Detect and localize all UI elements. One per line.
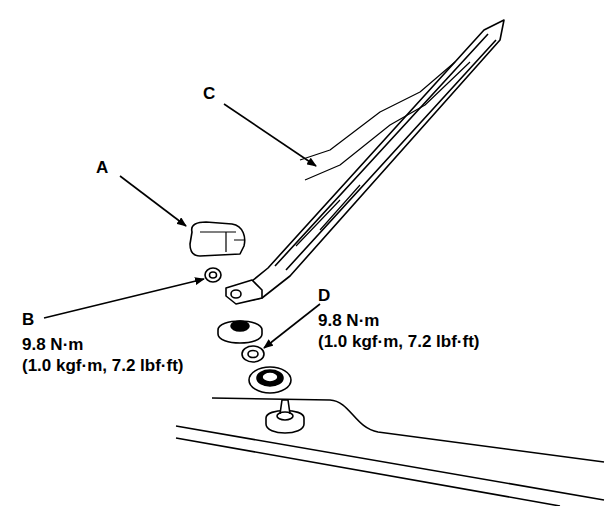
- nut: [242, 346, 264, 362]
- torque-spec: (1.0 kgf·m, 7.2 lbf·ft): [318, 332, 480, 352]
- blade-frame: [300, 62, 470, 180]
- grommet: [231, 321, 249, 331]
- callout-letter: B: [22, 310, 34, 330]
- spindle: [277, 412, 293, 420]
- nut: [205, 268, 221, 282]
- torque-spec: 9.8 N·m: [22, 335, 83, 355]
- blade-frame: [296, 185, 360, 246]
- callout-letter: C: [203, 84, 215, 104]
- callout-letter: D: [318, 286, 330, 306]
- arm-pivot: [231, 290, 241, 298]
- grommet: [218, 321, 262, 343]
- seal: [257, 370, 283, 386]
- body-line: [176, 426, 604, 500]
- wiper-blade: [236, 20, 504, 302]
- torque-spec: (1.0 kgf·m, 7.2 lbf·ft): [22, 356, 184, 376]
- pivot-cap: [200, 232, 244, 252]
- seal: [249, 367, 291, 393]
- pivot-cap: [190, 222, 245, 256]
- nut: [248, 351, 258, 358]
- glass-edge: [212, 398, 604, 462]
- seal: [262, 372, 278, 382]
- leader-line: [224, 104, 316, 166]
- leader-line: [120, 176, 186, 226]
- body-line: [176, 438, 560, 506]
- wiper-blade: [275, 34, 496, 270]
- torque-spec: 9.8 N·m: [318, 311, 379, 331]
- callout-letter: A: [96, 158, 108, 178]
- arm-base: [226, 280, 262, 304]
- leader-line: [264, 304, 320, 348]
- nut: [210, 272, 217, 278]
- leader-line: [44, 279, 204, 318]
